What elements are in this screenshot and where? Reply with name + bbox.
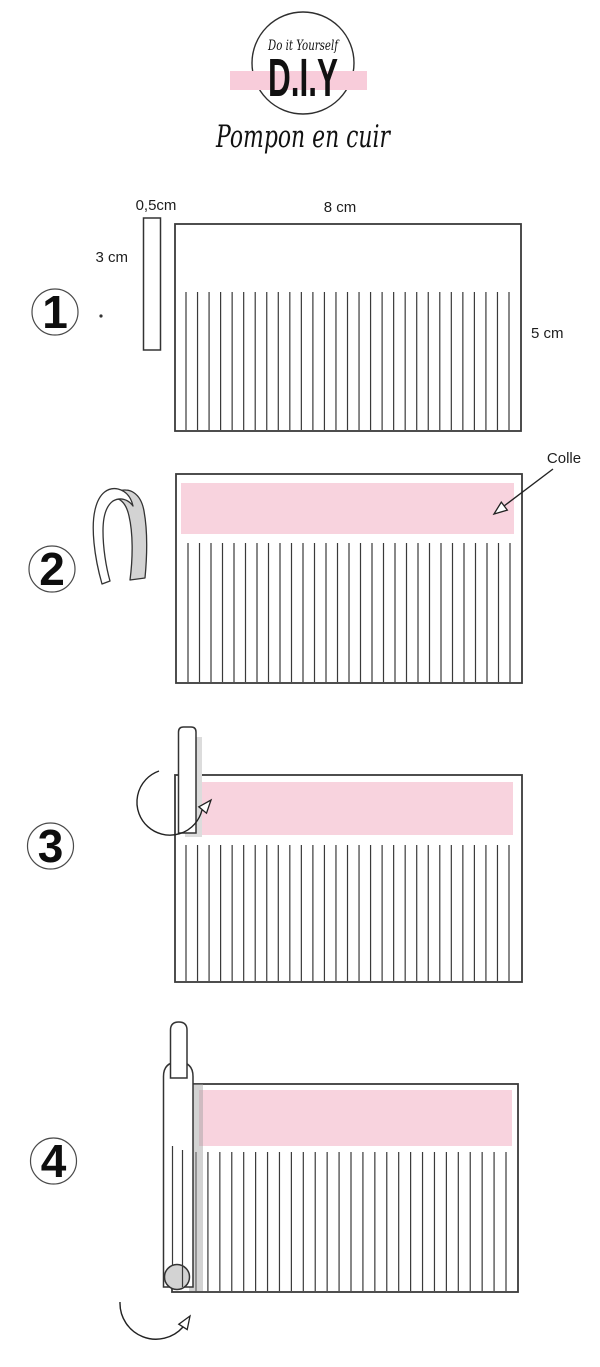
leather-strip-vertical xyxy=(177,726,197,834)
logo: Do it Yourself D.I.Y xyxy=(230,11,367,115)
glue-label: Colle xyxy=(547,450,581,467)
step-2: 2 Colle xyxy=(28,450,581,684)
fringe-cuts xyxy=(195,1152,507,1291)
step-2-badge-circle xyxy=(28,545,76,593)
decorative-dot xyxy=(99,314,103,318)
glue-area xyxy=(199,1090,512,1146)
glue-arrow-line xyxy=(503,468,554,507)
step-1-number: 1 xyxy=(42,286,68,338)
leather-strip-top xyxy=(169,1021,188,1079)
glue-area xyxy=(198,782,513,835)
logo-brand: D.I.Y xyxy=(268,48,338,108)
folded-strip-back xyxy=(110,489,148,581)
step-3-number: 3 xyxy=(38,820,64,872)
roll-direction-arc xyxy=(136,770,203,836)
fringe-cuts xyxy=(187,543,511,682)
glue-area xyxy=(181,483,514,534)
step-4-number: 4 xyxy=(41,1135,67,1187)
strip-height-label: 3 cm xyxy=(95,249,128,266)
step-1: 1 0,5cm 3 cm 8 cm 5 cm xyxy=(31,197,564,432)
roll-direction-arc xyxy=(119,1301,184,1340)
sheet-width-label: 8 cm xyxy=(324,199,357,216)
roll-direction-arrowhead xyxy=(197,798,213,815)
strip-width-label: 0,5cm xyxy=(136,197,177,214)
roll-end-circle xyxy=(163,1263,191,1291)
step-4-badge-circle xyxy=(29,1137,78,1185)
fringe-cuts xyxy=(185,292,510,430)
step-3-badge-circle xyxy=(26,822,75,870)
logo-pink-band xyxy=(230,71,367,90)
step-2-number: 2 xyxy=(39,543,65,595)
folded-strip-front xyxy=(92,487,134,585)
logo-tagline: Do it Yourself xyxy=(267,38,340,54)
rolled-tube xyxy=(162,1061,194,1288)
leather-strip xyxy=(142,217,162,351)
step-3: 3 xyxy=(26,726,523,983)
step-4: 4 xyxy=(29,1021,519,1340)
glue-arrowhead xyxy=(492,500,509,516)
folded-strip-icon xyxy=(92,487,148,585)
fringe-cuts xyxy=(185,845,510,981)
page-title: Pompon en cuir xyxy=(215,119,391,155)
sheet-height-label: 5 cm xyxy=(531,325,564,342)
step-1-badge-circle xyxy=(31,288,79,336)
roll-direction-arrowhead xyxy=(177,1314,191,1331)
